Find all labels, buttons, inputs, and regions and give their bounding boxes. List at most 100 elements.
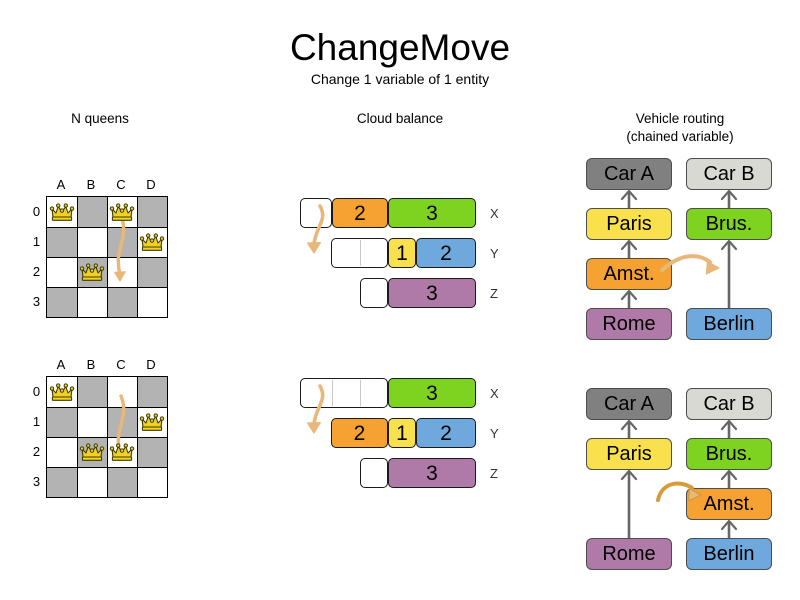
cloud-process-block[interactable]: 3	[388, 458, 476, 488]
chessboard[interactable]	[46, 196, 168, 318]
board-cell[interactable]	[107, 227, 137, 257]
board-gridline	[47, 257, 167, 258]
board-cell[interactable]	[107, 467, 137, 497]
queen-piece[interactable]	[107, 197, 137, 227]
page-subtitle: Change 1 variable of 1 entity	[310, 71, 490, 87]
cloud-computer-label-Y: Y	[490, 246, 499, 261]
cloud-computer-label-Z: Z	[490, 286, 498, 301]
queen-piece[interactable]	[107, 437, 137, 467]
section-heading-vehicle-routing: Vehicle routing (chained variable)	[580, 110, 780, 146]
cloud-process-block[interactable]: 2	[416, 238, 476, 268]
board-row-label-3: 3	[32, 294, 41, 309]
cloud-computer-bar[interactable]: 3	[360, 278, 476, 308]
board-cell[interactable]	[107, 377, 137, 407]
board-cell[interactable]	[137, 257, 167, 287]
vrp-node-cara[interactable]: Car A	[586, 388, 672, 420]
board-gridline	[47, 467, 167, 468]
cloud-bar-empty-capacity[interactable]	[300, 198, 332, 228]
cloud-process-block[interactable]: 2	[332, 198, 388, 228]
board-cell[interactable]	[107, 287, 137, 317]
board-cell[interactable]	[47, 467, 77, 497]
vrp-node-amst[interactable]: Amst.	[686, 488, 772, 520]
board-cell[interactable]	[47, 257, 77, 287]
board-cell[interactable]	[47, 437, 77, 467]
cloud-bar-divider	[360, 240, 361, 266]
queen-piece[interactable]	[77, 257, 107, 287]
board-row-label-2: 2	[32, 444, 41, 459]
board-column-label-B: B	[86, 357, 96, 372]
nqueens-board-before: A B C D 0 1 2 3	[30, 170, 180, 330]
cloud-bar-divider	[360, 380, 361, 406]
board-column-label-D: D	[146, 177, 156, 192]
board-cell[interactable]	[77, 377, 107, 407]
vrp-node-brus[interactable]: Brus.	[686, 208, 772, 240]
board-row-label-2: 2	[32, 264, 41, 279]
vrp-node-rome[interactable]: Rome	[586, 308, 672, 340]
queen-piece[interactable]	[137, 227, 167, 257]
board-cell[interactable]	[107, 407, 137, 437]
board-column-label-A: A	[56, 177, 66, 192]
board-cell[interactable]	[47, 287, 77, 317]
board-cell[interactable]	[77, 197, 107, 227]
board-gridline	[137, 197, 138, 317]
vrp-node-berlin[interactable]: Berlin	[686, 538, 772, 570]
vrp-node-paris[interactable]: Paris	[586, 208, 672, 240]
board-cell[interactable]	[137, 197, 167, 227]
vrp-node-brus[interactable]: Brus.	[686, 438, 772, 470]
board-gridline	[47, 437, 167, 438]
section-heading-nqueens: N queens	[71, 111, 129, 126]
board-cell[interactable]	[137, 287, 167, 317]
board-cell[interactable]	[137, 467, 167, 497]
cloud-bar-empty-capacity[interactable]	[360, 278, 388, 308]
vrp-node-cara[interactable]: Car A	[586, 158, 672, 190]
cloud-bar-empty-capacity[interactable]	[331, 238, 388, 268]
board-row-label-1: 1	[32, 414, 41, 429]
vrp-node-carb[interactable]: Car B	[686, 158, 772, 190]
queen-piece[interactable]	[47, 197, 77, 227]
queen-piece[interactable]	[77, 437, 107, 467]
cloud-computer-label-Z: Z	[490, 466, 498, 481]
vrp-node-rome[interactable]: Rome	[586, 538, 672, 570]
vrp-node-amst[interactable]: Amst.	[586, 258, 672, 290]
board-cell[interactable]	[137, 437, 167, 467]
board-cell[interactable]	[77, 287, 107, 317]
board-column-label-B: B	[86, 177, 96, 192]
board-gridline	[137, 377, 138, 497]
cloud-process-block[interactable]: 2	[416, 418, 476, 448]
board-column-label-C: C	[116, 177, 126, 192]
board-row-label-1: 1	[32, 234, 41, 249]
board-column-label-C: C	[116, 357, 126, 372]
cloud-process-block[interactable]: 3	[388, 378, 476, 408]
queen-piece[interactable]	[47, 377, 77, 407]
vrp-node-paris[interactable]: Paris	[586, 438, 672, 470]
cloud-bar-empty-capacity[interactable]	[300, 378, 388, 408]
board-cell[interactable]	[77, 407, 107, 437]
board-cell[interactable]	[47, 227, 77, 257]
vrp-node-carb[interactable]: Car B	[686, 388, 772, 420]
cloud-computer-bar[interactable]: 3	[300, 378, 476, 408]
board-cell[interactable]	[107, 257, 137, 287]
cloud-bar-empty-capacity[interactable]	[360, 458, 388, 488]
board-cell[interactable]	[77, 467, 107, 497]
vrp-node-berlin[interactable]: Berlin	[686, 308, 772, 340]
cloud-process-block[interactable]: 2	[331, 418, 388, 448]
board-cell[interactable]	[77, 227, 107, 257]
cloud-process-block[interactable]: 1	[388, 238, 416, 268]
cloud-process-block[interactable]: 3	[388, 278, 476, 308]
board-cell[interactable]	[137, 377, 167, 407]
board-row-label-0: 0	[32, 204, 41, 219]
cloud-process-block[interactable]: 1	[388, 418, 416, 448]
board-cell[interactable]	[47, 407, 77, 437]
cloud-process-block[interactable]: 3	[388, 198, 476, 228]
cloud-computer-bar[interactable]: 3	[360, 458, 476, 488]
vrp-heading-line1: Vehicle routing	[635, 111, 725, 126]
section-heading-cloud-balance: Cloud balance	[356, 111, 444, 126]
queen-piece[interactable]	[137, 407, 167, 437]
